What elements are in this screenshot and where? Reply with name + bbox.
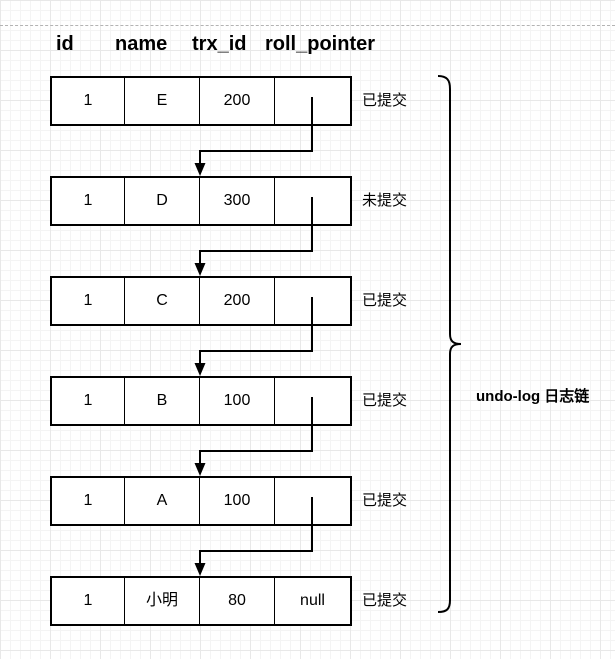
cell-trx-id: 100 [200, 378, 275, 424]
page-boundary-line [0, 25, 615, 26]
column-header-name: name [115, 33, 168, 55]
cell-trx-id: 100 [200, 478, 275, 524]
cell-roll-pointer [275, 478, 350, 524]
status-label: 已提交 [362, 492, 408, 509]
status-label: 已提交 [362, 292, 408, 309]
table-row: 1 C 200 [50, 276, 352, 326]
column-header-id: id [56, 33, 74, 55]
cell-id: 1 [52, 278, 125, 324]
status-label: 已提交 [362, 392, 408, 409]
table-row: 1 E 200 [50, 76, 352, 126]
cell-name: 小明 [125, 578, 200, 624]
arrow-down-icon [194, 263, 206, 276]
table-row: 1 B 100 [50, 376, 352, 426]
cell-name: E [125, 78, 200, 124]
cell-name: C [125, 278, 200, 324]
cell-trx-id: 200 [200, 278, 275, 324]
arrow-down-icon [194, 563, 206, 576]
status-label: 未提交 [362, 192, 408, 209]
cell-trx-id: 80 [200, 578, 275, 624]
arrow-down-icon [194, 463, 206, 476]
cell-trx-id: 300 [200, 178, 275, 224]
cell-id: 1 [52, 78, 125, 124]
cell-id: 1 [52, 578, 125, 624]
arrow-down-icon [194, 163, 206, 176]
arrow-down-icon [194, 363, 206, 376]
cell-roll-pointer [275, 278, 350, 324]
cell-id: 1 [52, 378, 125, 424]
cell-roll-pointer [275, 78, 350, 124]
status-label: 已提交 [362, 92, 408, 109]
cell-id: 1 [52, 178, 125, 224]
cell-roll-pointer: null [300, 592, 325, 609]
status-label: 已提交 [362, 592, 408, 609]
cell-name: A [125, 478, 200, 524]
cell-roll-pointer [275, 378, 350, 424]
curly-brace [437, 75, 462, 613]
cell-roll-pointer [275, 178, 350, 224]
cell-id: 1 [52, 478, 125, 524]
table-row: 1 A 100 [50, 476, 352, 526]
table-row: 1 小明 80 null [50, 576, 352, 626]
table-row: 1 D 300 [50, 176, 352, 226]
cell-trx-id: 200 [200, 78, 275, 124]
column-header-roll-pointer: roll_pointer [265, 33, 376, 55]
cell-name: D [125, 178, 200, 224]
brace-label: undo-log 日志链 [476, 388, 590, 405]
cell-name: B [125, 378, 200, 424]
column-header-trx-id: trx_id [192, 33, 247, 55]
